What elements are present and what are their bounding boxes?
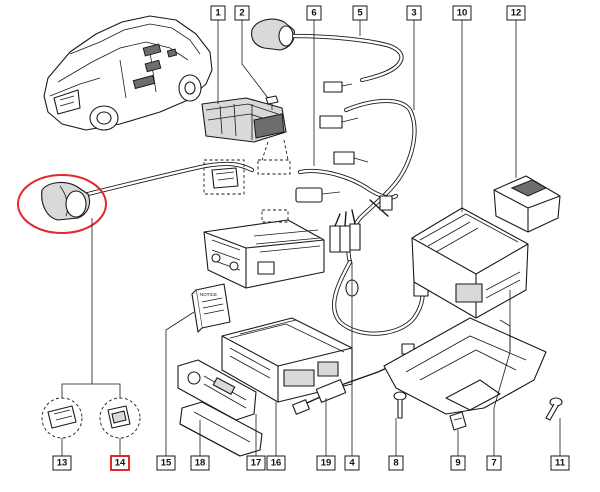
svg-text:4: 4 (349, 458, 355, 469)
callout-18: 18 (190, 455, 210, 471)
owner-manual: NOTICE (191, 283, 231, 333)
svg-text:12: 12 (511, 8, 522, 19)
connector-13 (41, 397, 83, 439)
svg-text:17: 17 (251, 458, 262, 469)
svg-text:15: 15 (161, 458, 172, 469)
speaker-connector (203, 159, 245, 195)
callout-10: 10 (452, 5, 472, 21)
callout-19: 19 (316, 455, 336, 471)
connector-14 (99, 397, 141, 439)
svg-text:18: 18 (195, 458, 206, 469)
callout-7: 7 (486, 455, 502, 471)
callout-15: 15 (156, 455, 176, 471)
svg-text:6: 6 (311, 8, 316, 19)
callout-5: 5 (352, 5, 368, 21)
clip-nut (449, 411, 467, 431)
svg-text:5: 5 (357, 8, 363, 19)
callout-13: 13 (52, 455, 72, 471)
fixing-bolt (393, 391, 407, 419)
callout-16: 16 (266, 455, 286, 471)
svg-text:11: 11 (555, 458, 566, 469)
callout-1: 1 (210, 5, 226, 21)
mounting-bracket (383, 317, 547, 415)
antenna-cable (251, 18, 404, 129)
connector-block (201, 97, 291, 175)
bracket-screw (545, 397, 563, 421)
callout-6: 6 (306, 5, 322, 21)
svg-text:9: 9 (455, 458, 460, 469)
small-module (493, 175, 561, 233)
callout-3: 3 (406, 5, 422, 21)
fixing-screw (265, 95, 279, 110)
amplifier-box (411, 207, 529, 319)
leader-lines (61, 20, 561, 456)
callout-9: 9 (450, 455, 466, 471)
wiring-harness (295, 98, 429, 336)
manual-cover-text: NOTICE (200, 292, 217, 297)
highlight-circle (17, 174, 107, 234)
callout-12: 12 (506, 5, 526, 21)
callout-2: 2 (234, 5, 250, 21)
radio-faceplate (177, 359, 257, 421)
svg-text:16: 16 (271, 458, 282, 469)
svg-text:13: 13 (57, 458, 68, 469)
svg-text:7: 7 (491, 458, 496, 469)
callout-8: 8 (388, 455, 404, 471)
callout-17: 17 (246, 455, 266, 471)
faceplate-case (179, 401, 263, 457)
svg-text:19: 19 (321, 458, 332, 469)
callout-14: 14 (110, 455, 130, 471)
svg-text:10: 10 (457, 8, 468, 19)
svg-text:14: 14 (115, 458, 126, 469)
callout-4: 4 (344, 455, 360, 471)
radio-unit (203, 209, 325, 289)
svg-text:1: 1 (215, 8, 221, 19)
car-illustration (43, 15, 213, 131)
svg-text:2: 2 (239, 8, 244, 19)
svg-text:3: 3 (411, 8, 416, 19)
rear-speaker-cable (41, 161, 255, 221)
callout-11: 11 (550, 455, 570, 471)
svg-text:8: 8 (393, 458, 398, 469)
